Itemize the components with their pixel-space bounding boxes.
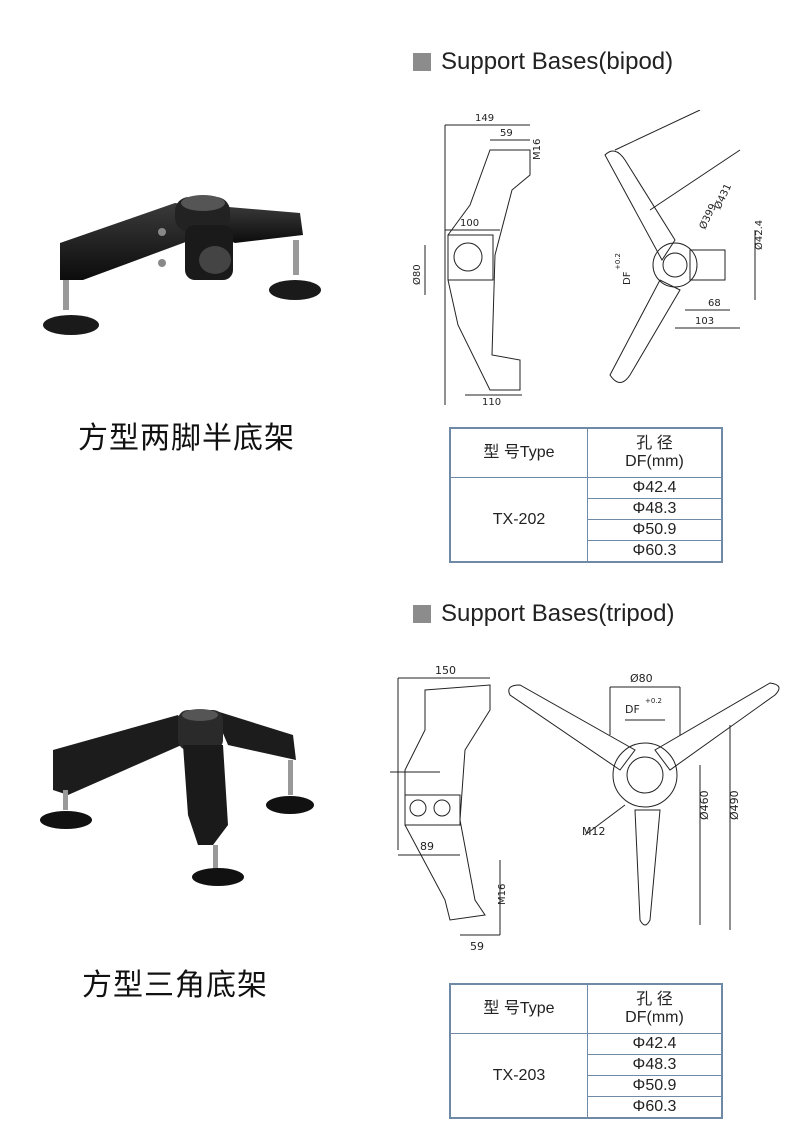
- section-bullet-square: [413, 53, 431, 71]
- dim-80: Ø80: [630, 672, 653, 685]
- table-header-type: 型 号Type: [449, 983, 588, 1034]
- bipod-section-title-text: Support Bases(bipod): [441, 48, 674, 75]
- table-value-cell: Φ42.4: [587, 1033, 723, 1055]
- table-value-cell: Φ48.3: [587, 498, 723, 520]
- table-header-type: 型 号Type: [449, 427, 588, 478]
- table-header-df-line2: DF(mm): [625, 453, 684, 470]
- dim-59: 59: [500, 128, 513, 139]
- table-model-cell: TX-202: [449, 477, 588, 563]
- dim-150: 150: [435, 664, 456, 677]
- tripod-section-title: Support Bases(tripod): [413, 600, 674, 628]
- table-value-cell: Φ60.3: [587, 540, 723, 563]
- dim-490: Ø490: [728, 790, 741, 820]
- dim-399: Ø399: [697, 202, 719, 232]
- table-value-cell: Φ60.3: [587, 1096, 723, 1119]
- table-header-df: 孔 径 DF(mm): [587, 427, 723, 478]
- tripod-cn-name: 方型三角底架: [82, 968, 268, 1003]
- table-value-cell: Φ50.9: [587, 519, 723, 541]
- dim-42-4: Ø42.4: [753, 220, 765, 250]
- table-value-cell: Φ42.4: [587, 477, 723, 499]
- table-header-df-line2: DF(mm): [625, 1009, 684, 1026]
- bipod-spec-table: 型 号Type 孔 径 DF(mm) TX-202 Φ42.4 Φ48.3 Φ5…: [449, 427, 723, 563]
- tripod-top-drawing: Ø80 DF +0.2 M12 Ø460 Ø490: [508, 672, 780, 930]
- dim-m12: M12: [582, 825, 606, 838]
- tripod-spec-table: 型 号Type 孔 径 DF(mm) TX-203 Φ42.4 Φ48.3 Φ5…: [449, 983, 723, 1119]
- dim-df-tol: +0.2: [614, 253, 622, 270]
- tripod-section-title-text: Support Bases(tripod): [441, 600, 675, 627]
- table-value-cell: Φ50.9: [587, 1075, 723, 1097]
- dim-89: 89: [420, 840, 434, 853]
- dim-59: 59: [470, 940, 484, 953]
- dim-df-tol: +0.2: [645, 697, 662, 705]
- bipod-section-title: Support Bases(bipod): [413, 48, 673, 76]
- dim-df: DF: [625, 703, 640, 716]
- table-value-cell: Φ48.3: [587, 1054, 723, 1076]
- bipod-top-drawing: Ø431 Ø399 Ø42.4 DF +0.2 68 103: [604, 110, 765, 383]
- table-header-df: 孔 径 DF(mm): [587, 983, 723, 1034]
- table-model-cell: TX-203: [449, 1033, 588, 1119]
- dim-460: Ø460: [698, 790, 711, 820]
- tripod-product-photo: [40, 709, 314, 886]
- bipod-side-drawing: 149 59 M16 100 Ø80 110: [411, 113, 543, 408]
- dim-149: 149: [475, 113, 494, 124]
- dim-103: 103: [695, 316, 714, 327]
- dim-80: Ø80: [411, 264, 423, 285]
- table-header-df-line1: 孔 径: [636, 435, 673, 452]
- dim-68: 68: [708, 298, 721, 309]
- tripod-side-drawing: 150 89 M16 59: [390, 664, 508, 953]
- dim-100: 100: [460, 218, 479, 229]
- dim-m16: M16: [532, 139, 543, 160]
- bipod-cn-name: 方型两脚半底架: [78, 421, 295, 456]
- dim-m16: M16: [497, 884, 508, 905]
- dim-110: 110: [482, 397, 501, 408]
- bipod-product-photo: [43, 195, 321, 335]
- table-header-df-line1: 孔 径: [636, 991, 673, 1008]
- dim-df: DF: [622, 271, 633, 285]
- section-bullet-square: [413, 605, 431, 623]
